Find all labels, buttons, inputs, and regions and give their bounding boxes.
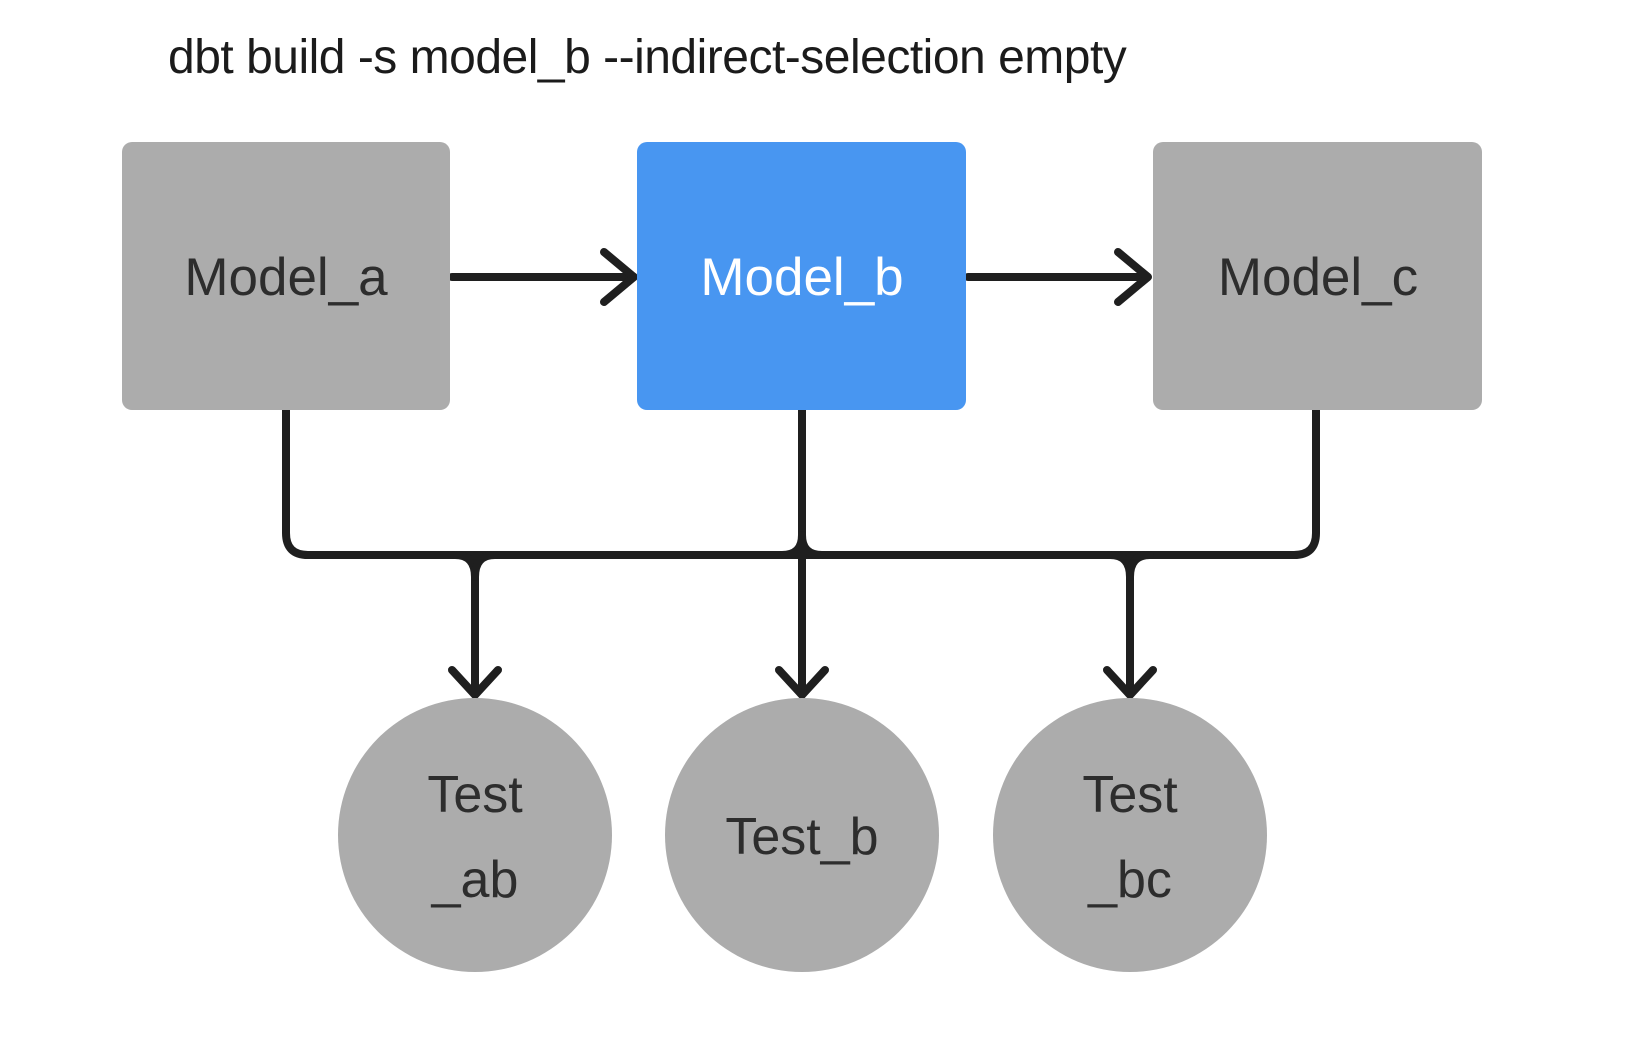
model-b-node-selected <box>637 142 966 410</box>
test-b-label: Test_b <box>725 808 878 866</box>
model-b-label: Model_b <box>700 248 903 307</box>
test-ab-label-line2: _ab <box>431 851 519 909</box>
arrowhead-down-test-b <box>775 666 829 699</box>
arrowhead-right-model-b <box>600 248 638 306</box>
test-b-node <box>665 698 939 972</box>
bus-fillet-center-right <box>798 531 826 559</box>
test-bc-node <box>993 698 1267 972</box>
arrowhead-down-test-bc <box>1103 666 1157 699</box>
arrowhead-right-model-c <box>1114 248 1152 306</box>
model-a-label: Model_a <box>184 248 388 307</box>
diagram-title: dbt build -s model_b --indirect-selectio… <box>168 31 1127 84</box>
test-ab-label-line1: Test <box>427 766 523 824</box>
test-bc-label-line2: _bc <box>1087 851 1172 909</box>
bus-fillet-bc-right <box>1126 551 1154 581</box>
model-c-node <box>1153 142 1482 410</box>
arrowhead-down-test-ab <box>448 666 502 699</box>
test-ab-node <box>338 698 612 972</box>
model-c-label: Model_c <box>1218 248 1418 307</box>
bus-fillet-ab-right <box>471 551 499 581</box>
test-bc-label-line1: Test <box>1082 766 1178 824</box>
edge-lines <box>282 248 1320 699</box>
model-a-node <box>122 142 450 410</box>
